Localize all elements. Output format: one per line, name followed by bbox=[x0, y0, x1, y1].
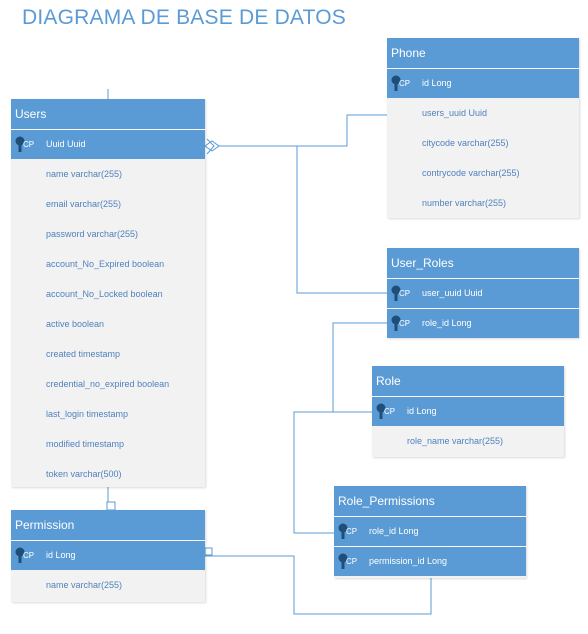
pk-field: id Long bbox=[46, 550, 76, 560]
entity-role-permissions[interactable]: Role_Permissions CP role_id Long CP perm… bbox=[334, 486, 526, 578]
entity-users-header: Users bbox=[11, 99, 205, 129]
pk-row: CP Uuid Uuid bbox=[11, 129, 205, 159]
pk-field: role_id Long bbox=[369, 526, 419, 536]
pk-field: user_uuid Uuid bbox=[422, 288, 483, 298]
attribute-row: name varchar(255) bbox=[46, 169, 123, 179]
attribute-row: citycode varchar(255) bbox=[422, 138, 509, 148]
entity-permission-header: Permission bbox=[11, 510, 205, 540]
pk-row: CP role_id Long bbox=[334, 516, 526, 546]
entity-role-header: Role bbox=[372, 366, 564, 396]
diagram-title: DIAGRAMA DE BASE DE DATOS bbox=[22, 6, 346, 29]
attribute-row: password varchar(255) bbox=[46, 229, 139, 239]
pk-row: CP id Long bbox=[387, 68, 579, 98]
pk-field: id Long bbox=[422, 78, 452, 88]
pk-label: CP bbox=[399, 79, 411, 88]
pk-field: Uuid Uuid bbox=[46, 139, 86, 149]
pk-row: CP role_id Long bbox=[387, 308, 579, 338]
pk-label: CP bbox=[346, 527, 358, 536]
pk-field: id Long bbox=[407, 406, 437, 416]
key-icon bbox=[391, 315, 401, 331]
attribute-row: active boolean bbox=[46, 319, 105, 329]
key-icon bbox=[338, 523, 348, 539]
entity-user-roles[interactable]: User_Roles CP user_uuid Uuid CP role_id … bbox=[387, 248, 579, 338]
attribute-row: credential_no_expired boolean bbox=[46, 379, 170, 389]
pk-field: permission_id Long bbox=[369, 556, 448, 566]
attribute-row: name varchar(255) bbox=[46, 580, 123, 590]
pk-label: CP bbox=[23, 551, 35, 560]
pk-label: CP bbox=[384, 407, 396, 416]
pk-label: CP bbox=[399, 289, 411, 298]
pk-label: CP bbox=[23, 140, 35, 149]
entity-user-roles-header: User_Roles bbox=[387, 248, 579, 278]
attribute-row: created timestamp bbox=[46, 349, 121, 359]
attribute-row: token varchar(500) bbox=[46, 469, 122, 479]
attribute-row: role_name varchar(255) bbox=[407, 436, 504, 446]
attribute-row: account_No_Expired boolean bbox=[46, 259, 165, 269]
attribute-row: users_uuid Uuid bbox=[422, 108, 488, 118]
attribute-row: last_login timestamp bbox=[46, 409, 129, 419]
entity-permission[interactable]: Permission CP id Long name varchar(255) bbox=[11, 510, 205, 602]
pk-row: CP user_uuid Uuid bbox=[387, 278, 579, 308]
key-icon bbox=[15, 547, 25, 563]
pk-label: CP bbox=[346, 557, 358, 566]
key-icon bbox=[391, 285, 401, 301]
pk-row: CP id Long bbox=[372, 396, 564, 426]
entity-role-permissions-header: Role_Permissions bbox=[334, 486, 526, 516]
attribute-row: number varchar(255) bbox=[422, 198, 507, 208]
key-icon bbox=[338, 553, 348, 569]
key-icon bbox=[391, 75, 401, 91]
attribute-row: modified timestamp bbox=[46, 439, 125, 449]
entity-users[interactable]: Users CP Uuid Uuid name varchar(255) ema… bbox=[11, 99, 205, 487]
entity-phone-header: Phone bbox=[387, 38, 579, 68]
entity-phone[interactable]: Phone CP id Long users_uuid Uuid citycod… bbox=[387, 38, 579, 218]
pk-label: CP bbox=[399, 319, 411, 328]
attribute-row: account_No_Locked boolean bbox=[46, 289, 163, 299]
attribute-row: email varchar(255) bbox=[46, 199, 122, 209]
pk-row: CP id Long bbox=[11, 540, 205, 570]
attribute-row: contrycode varchar(255) bbox=[422, 168, 520, 178]
key-icon bbox=[376, 403, 386, 419]
key-icon bbox=[15, 136, 25, 152]
pk-row: CP permission_id Long bbox=[334, 546, 526, 576]
pk-field: role_id Long bbox=[422, 318, 472, 328]
entity-role[interactable]: Role CP id Long role_name varchar(255) bbox=[372, 366, 564, 457]
